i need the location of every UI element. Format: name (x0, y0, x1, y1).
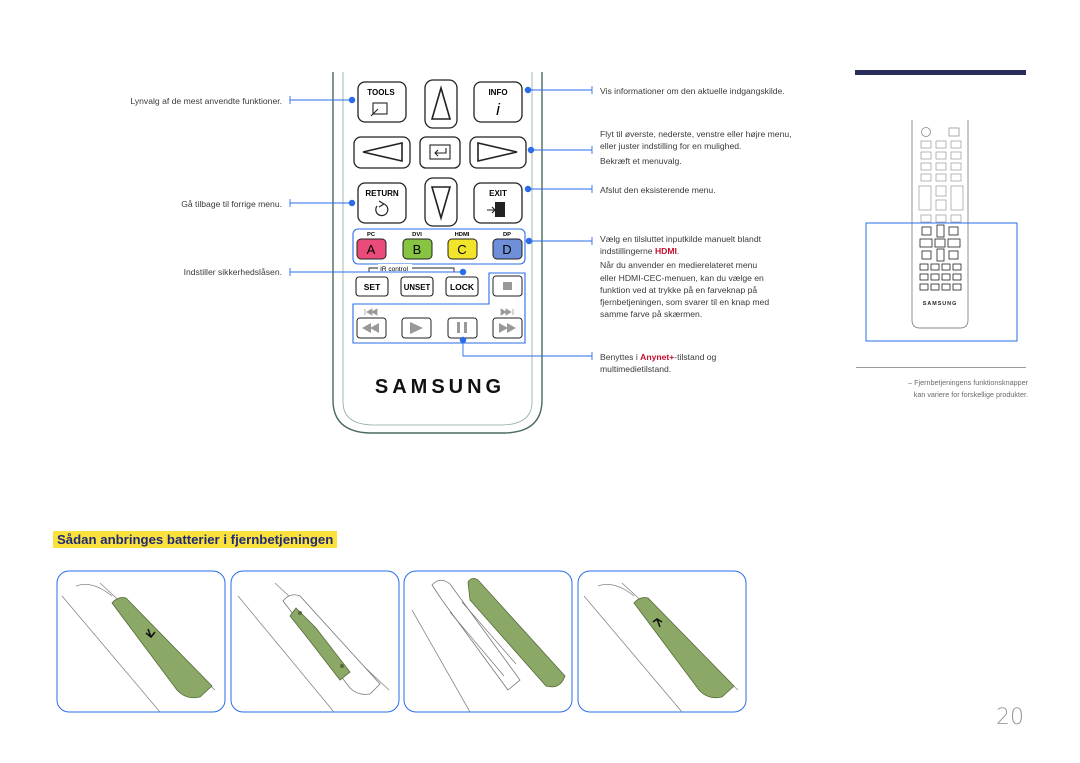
callout-exit-text: Afslut den eksisterende menu. (600, 185, 716, 195)
enter-button (419, 136, 461, 169)
svg-text:UNSET: UNSET (404, 283, 431, 292)
source-label-hdmi: HDMI (455, 232, 470, 238)
svg-text:i: i (496, 100, 501, 119)
battery-step-3 (403, 570, 573, 713)
battery-step-1 (56, 570, 226, 713)
pause-button (447, 317, 478, 339)
unset-button: UNSET (400, 276, 434, 297)
callout-arrows-text: Flyt til øverste, nederste, venstre elle… (600, 129, 792, 167)
exit-button: EXIT (473, 182, 523, 224)
ir-control-label: IR control (380, 266, 408, 273)
right-arrow-button (469, 136, 527, 169)
color-key-b: B (402, 238, 433, 260)
tools-button: TOOLS (357, 81, 407, 123)
callout-connectors (289, 86, 593, 360)
return-button: RETURN (357, 182, 407, 224)
rewind-button (356, 317, 387, 339)
media-keys-frame (352, 272, 526, 344)
lock-button: LOCK (445, 276, 479, 297)
remote-brand-logo: SAMSUNG (375, 376, 505, 398)
play-button (401, 317, 432, 339)
info-button: INFO i (473, 81, 523, 123)
skip-forward-icon (500, 308, 514, 316)
fast-forward-button (492, 317, 523, 339)
svg-text:A: A (367, 242, 376, 257)
color-keys-frame (352, 228, 526, 265)
sidebar-note-rule (856, 367, 1026, 368)
svg-text:TOOLS: TOOLS (367, 88, 395, 97)
svg-text:RETURN: RETURN (365, 189, 399, 198)
svg-text:INFO: INFO (488, 88, 507, 97)
svg-text:SET: SET (364, 282, 381, 292)
svg-text:B: B (413, 242, 422, 257)
svg-text:C: C (457, 242, 466, 257)
color-key-d: D (492, 238, 523, 260)
color-key-c: C (447, 238, 478, 260)
callout-return-text: Gå tilbage til forrige menu. (181, 199, 282, 209)
callout-anynet-text: Benyttes i Anynet+-tilstand og multimedi… (600, 352, 717, 375)
anynet-link[interactable]: Anynet+ (640, 352, 675, 362)
down-arrow-button (424, 177, 458, 227)
left-arrow-button (353, 136, 411, 169)
set-button: SET (355, 276, 389, 297)
source-label-dvi: DVI (412, 232, 422, 238)
sidebar-note: – Fjernbetjeningens funktionsknapper kan… (908, 378, 1028, 399)
callout-info-text: Vis informationer om den aktuelle indgan… (600, 86, 785, 96)
hdmi-highlight: HDMI (654, 246, 677, 257)
battery-step-4 (577, 570, 747, 713)
svg-text:SAMSUNG: SAMSUNG (923, 301, 958, 307)
color-key-a: A (356, 238, 387, 260)
up-arrow-button (424, 79, 458, 129)
source-label-dp: DP (503, 232, 511, 238)
sidebar-accent-bar (855, 70, 1026, 75)
svg-text:LOCK: LOCK (450, 282, 475, 292)
battery-step-2 (230, 570, 400, 713)
sidebar-remote-thumbnail: SAMSUNG (865, 120, 1018, 342)
callout-color-keys-text: Vælg en tilsluttet inputkilde manuelt bl… (600, 234, 770, 320)
page-number: 20 (996, 705, 1024, 730)
section-heading: Sådan anbringes batterier i fjernbetjeni… (53, 531, 338, 548)
callout-tools-text: Lynvalg af de mest anvendte funktioner. (130, 96, 282, 106)
skip-back-icon (364, 308, 378, 316)
source-label-pc: PC (367, 232, 376, 238)
svg-text:EXIT: EXIT (489, 189, 507, 198)
callout-lock-text: Indstiller sikkerhedslåsen. (183, 267, 282, 277)
svg-text:D: D (502, 242, 511, 257)
stop-button (492, 275, 523, 297)
